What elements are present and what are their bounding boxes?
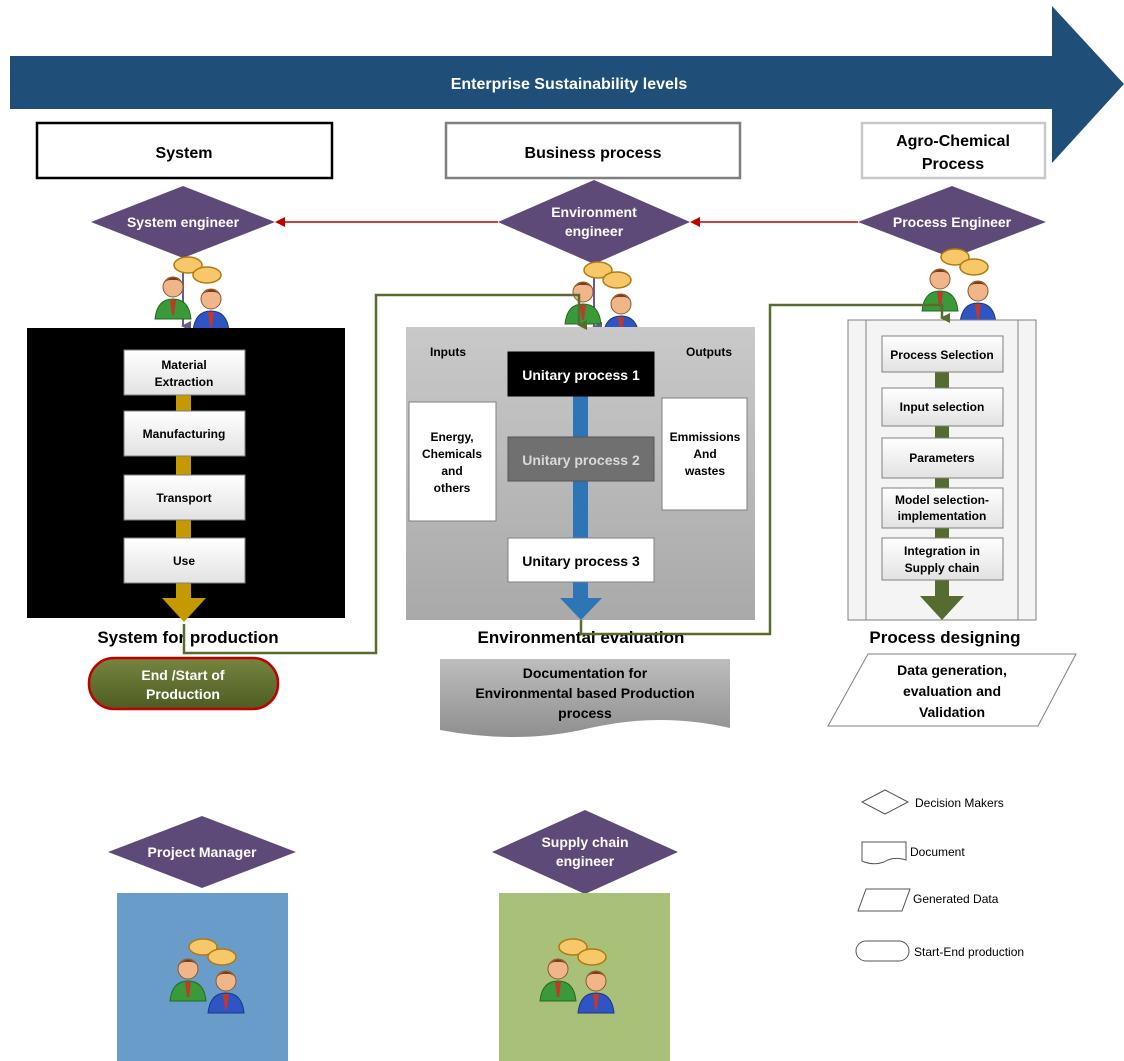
legend: Decision Makers Document Generated Data …: [855, 789, 1024, 962]
unitary-process-3: [507, 537, 655, 583]
project-manager-label: Project Manager: [148, 844, 257, 860]
banner-title: Enterprise Sustainability levels: [451, 76, 688, 93]
process-step-label: Supply chain: [905, 561, 980, 575]
data-line: Validation: [919, 704, 985, 720]
system-step-label: Material: [161, 358, 206, 372]
document-line: Documentation for: [523, 665, 648, 681]
people-icon-system: [154, 256, 230, 332]
unitary-process-3-label: Unitary process 3: [522, 553, 640, 569]
process-steps: Process Selection Input selection Parame…: [881, 335, 1004, 581]
system-step-box: [123, 410, 246, 457]
inputs-box-line: Chemicals: [422, 447, 482, 461]
project-manager-box: [117, 893, 288, 1061]
process-step-label: Integration in: [904, 544, 980, 558]
outputs-box-line: And: [693, 447, 716, 461]
process-step-box: [881, 537, 1004, 581]
outputs-label: Outputs: [686, 345, 732, 359]
legend-document-icon: [861, 841, 907, 865]
level-agro-label-2: Process: [922, 156, 984, 173]
diamond-environment-engineer: [498, 180, 690, 264]
legend-startend-label: Start-End production: [914, 945, 1024, 959]
diamond-project-manager: [108, 816, 296, 888]
legend-parallelogram-icon: [857, 888, 911, 912]
inputs-box-line: and: [441, 464, 462, 478]
document-shape: [440, 659, 730, 738]
system-engineer-label: System engineer: [127, 214, 240, 230]
outputs-box: [661, 397, 748, 511]
level-system-box: [35, 121, 334, 180]
data-parallelogram: [827, 653, 1077, 727]
outputs-box-line: Emmissions: [670, 430, 741, 444]
process-step-label: Parameters: [909, 451, 975, 465]
legend-data-label: Generated Data: [913, 892, 999, 906]
unitary-process-1-label: Unitary process 1: [522, 367, 640, 383]
system-step-box: [123, 537, 246, 584]
legend-decision-label: Decision Makers: [915, 796, 1004, 810]
process-step-label: Model selection-: [895, 493, 989, 507]
process-step-box: [881, 437, 1004, 479]
system-step-box: [123, 474, 246, 521]
level-system-label: System: [156, 145, 213, 162]
level-business-label: Business process: [525, 145, 662, 162]
terminator-label-1: End /Start of: [141, 667, 225, 683]
banner-arrow: [10, 6, 1124, 163]
outputs-box-line: wastes: [684, 464, 725, 478]
diamond-supply-chain-engineer: [492, 810, 678, 894]
process-step-box: [881, 335, 1004, 373]
data-line: Data generation,: [897, 662, 1007, 678]
system-step-label: Extraction: [155, 375, 214, 389]
people-icon-environment: [564, 261, 640, 337]
terminator-end-start: [87, 656, 280, 711]
environment-engineer-label-2: engineer: [565, 223, 624, 239]
people-icon-process: [921, 248, 997, 324]
system-step-box: [123, 349, 246, 396]
system-step-label: Use: [173, 554, 195, 568]
environment-engineer-label-1: Environment: [551, 204, 637, 220]
inputs-box-line: others: [434, 481, 471, 495]
system-step-label: Manufacturing: [143, 427, 226, 441]
legend-diamond-icon: [860, 789, 910, 815]
inputs-box: [408, 401, 497, 522]
connector-environment-to-process: [579, 303, 950, 636]
environment-flow-arrowhead: [560, 598, 602, 620]
legend-document-label: Document: [910, 845, 965, 859]
diamond-system-engineer: [91, 186, 275, 258]
supply-chain-label-1: Supply chain: [541, 834, 628, 850]
system-steps: Material Extraction Manufacturing Transp…: [123, 349, 246, 584]
level-agro-label-1: Agro-Chemical: [896, 133, 1010, 150]
unitary-process-2: [507, 436, 655, 482]
terminator-label-2: Production: [146, 686, 220, 702]
unitary-process-1: [507, 351, 655, 397]
level-business-box: [444, 121, 742, 180]
level-agro-box: [860, 121, 1047, 180]
document-line: process: [558, 705, 612, 721]
system-panel-caption: System for production: [97, 628, 278, 647]
unitary-process-2-label: Unitary process 2: [522, 452, 640, 468]
supply-chain-label-2: engineer: [556, 853, 615, 869]
data-line: evaluation and: [903, 683, 1001, 699]
process-step-box: [881, 387, 1004, 427]
connector-system-to-environment: [182, 293, 587, 655]
process-step-label: implementation: [898, 509, 987, 523]
process-step-label: Process Selection: [890, 348, 993, 362]
process-step-label: Input selection: [900, 400, 985, 414]
process-flow-arrowhead: [920, 596, 964, 620]
system-flow-arrowhead: [162, 598, 206, 622]
legend-terminator-icon: [855, 940, 910, 962]
document-line: Environmental based Production: [475, 685, 694, 701]
inputs-label: Inputs: [430, 345, 466, 359]
process-step-box: [881, 487, 1004, 529]
process-panel-caption: Process designing: [869, 628, 1020, 647]
inputs-box-line: Energy,: [430, 430, 473, 444]
process-engineer-label: Process Engineer: [893, 214, 1012, 230]
supply-chain-box: [499, 893, 670, 1061]
diamond-process-engineer: [858, 186, 1046, 258]
system-step-label: Transport: [156, 491, 211, 505]
